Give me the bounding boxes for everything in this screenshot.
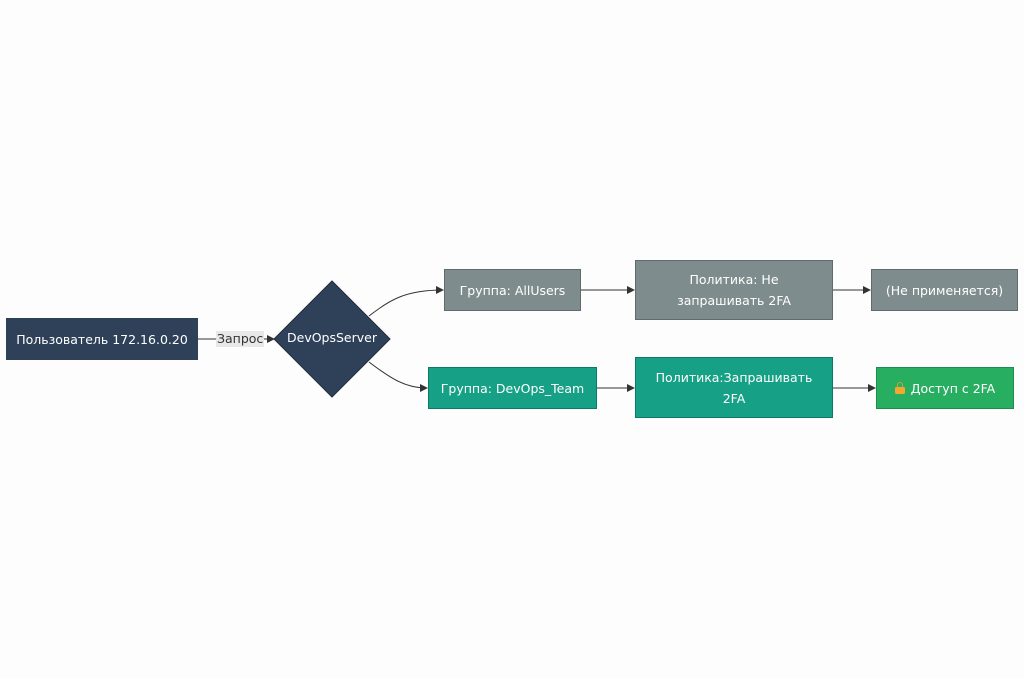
node-group-devops-label: Группа: DevOps_Team <box>440 380 585 396</box>
node-not-applied-label: (Не применяется) <box>885 282 1004 298</box>
node-access-2fa: Доступ с 2FA <box>876 367 1014 409</box>
node-access-2fa-label: Доступ с 2FA <box>910 380 996 396</box>
node-policy-2fa: Политика:Запрашивать 2FA <box>635 357 833 418</box>
edge-server-to-devops <box>368 361 428 392</box>
node-user: Пользователь 172.16.0.20 <box>6 318 198 360</box>
node-server-label: DevOpsServer <box>287 330 377 345</box>
node-group-allusers-label: Группа: AllUsers <box>459 282 566 298</box>
node-not-applied: (Не применяется) <box>871 269 1018 311</box>
node-user-label: Пользователь 172.16.0.20 <box>16 331 188 347</box>
node-policy-2fa-line1: Политика:Запрашивать <box>655 369 813 385</box>
node-policy-no-2fa-line1: Политика: Не <box>689 272 779 287</box>
server-diamond <box>273 280 391 398</box>
edge-label-request: Запрос <box>216 331 265 347</box>
node-policy-no-2fa: Политика: Не запрашивать 2FA <box>635 260 833 320</box>
node-policy-no-2fa-line2: запрашивать 2FA <box>677 293 791 308</box>
node-policy-2fa-line2: 2FA <box>722 390 746 406</box>
node-group-allusers: Группа: AllUsers <box>444 269 581 311</box>
lock-icon <box>894 382 905 394</box>
node-group-devops: Группа: DevOps_Team <box>428 367 597 409</box>
edge-server-to-allusers <box>368 286 444 317</box>
